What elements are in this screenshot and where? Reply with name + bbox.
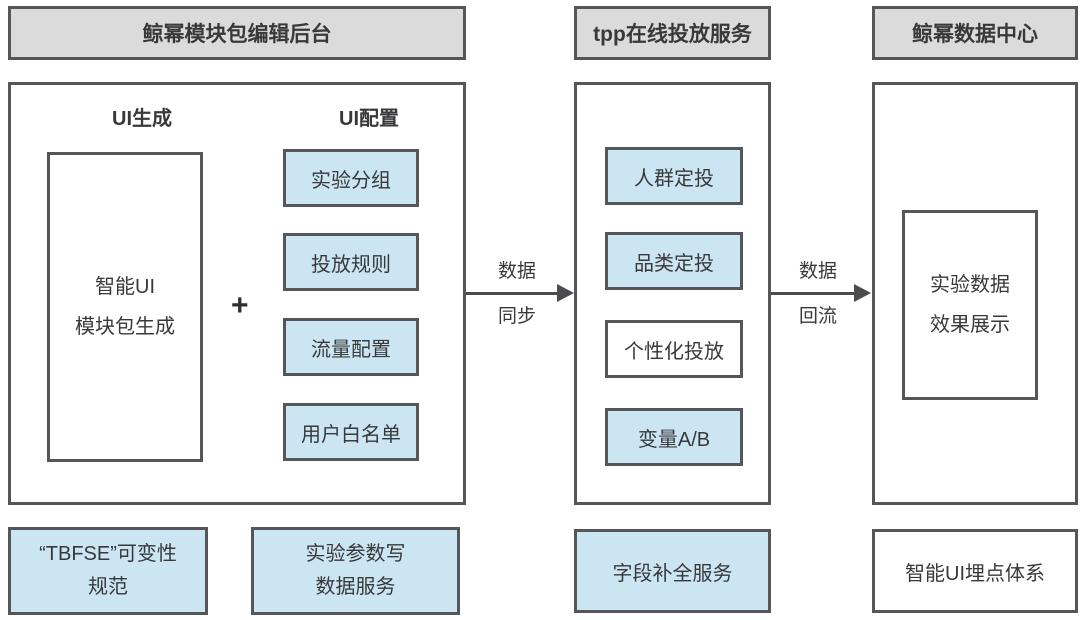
header-tpp-service: tpp在线投放服务	[574, 6, 771, 60]
tpp-item-personalized-delivery: 个性化投放	[605, 320, 743, 378]
arrow-data-backflow-label-top: 数据	[798, 261, 837, 282]
smart-ui-generator-box: 智能UI 模块包生成	[47, 152, 203, 462]
footer-field-completion-service: 字段补全服务	[574, 529, 771, 613]
arrow-data-sync-label-top: 数据	[497, 261, 536, 282]
footer-experiment-param-line1: 实验参数写	[305, 543, 406, 565]
smart-ui-generator-line1: 智能UI	[95, 276, 155, 298]
experiment-result-line1: 实验数据	[930, 274, 1010, 296]
label-ui-generate: UI生成	[112, 108, 172, 130]
config-item-traffic-config: 流量配置	[283, 318, 419, 376]
arrow-data-backflow-head	[854, 284, 871, 302]
experiment-result-line2: 效果展示	[930, 314, 1010, 336]
footer-tbfse-spec-line2: 规范	[88, 576, 128, 598]
config-item-user-whitelist: 用户白名单	[283, 403, 419, 461]
panel-module-editor: UI生成 UI配置 智能UI 模块包生成 + 实验分组 投放规则 流量配置 用户…	[8, 82, 466, 505]
smart-ui-generator-line2: 模块包生成	[75, 316, 175, 338]
panel-data-center: 实验数据 效果展示	[872, 82, 1078, 505]
footer-tbfse-spec: “TBFSE”可变性 规范	[8, 527, 208, 615]
tpp-item-variable-ab: 变量A/B	[605, 408, 743, 466]
config-item-delivery-rules: 投放规则	[283, 233, 419, 291]
header-data-center: 鲸幂数据中心	[872, 6, 1078, 60]
footer-experiment-param-service: 实验参数写 数据服务	[251, 527, 460, 615]
label-ui-config: UI配置	[339, 108, 399, 130]
arrow-data-backflow-label-bottom: 回流	[798, 306, 837, 327]
panel-tpp-service: 人群定投 品类定投 个性化投放 变量A/B	[574, 82, 771, 505]
header-module-editor: 鲸幂模块包编辑后台	[8, 6, 466, 60]
footer-tbfse-spec-line1: “TBFSE”可变性	[39, 543, 177, 565]
plus-sign: +	[231, 289, 249, 322]
tpp-item-crowd-targeting: 人群定投	[605, 147, 743, 205]
arrow-data-sync-label-bottom: 同步	[497, 306, 536, 327]
arrow-data-backflow	[771, 292, 855, 295]
footer-smart-ui-tracking: 智能UI埋点体系	[872, 529, 1078, 613]
arrow-data-sync	[466, 292, 558, 295]
arrow-data-sync-head	[557, 284, 574, 302]
experiment-result-box: 实验数据 效果展示	[902, 210, 1038, 400]
footer-experiment-param-line2: 数据服务	[315, 576, 396, 598]
config-item-experiment-group: 实验分组	[283, 149, 419, 207]
tpp-item-category-targeting: 品类定投	[605, 232, 743, 290]
